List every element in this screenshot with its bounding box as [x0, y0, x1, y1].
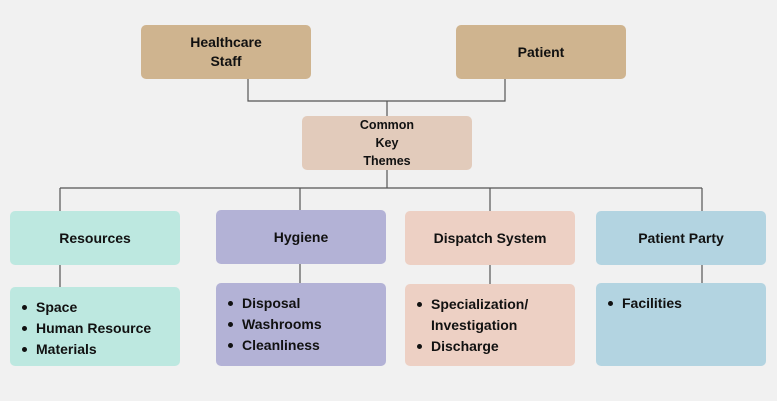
hygiene-label: Hygiene: [273, 229, 329, 245]
dispatch-list: Specialization/ Investigation Discharge: [417, 294, 551, 357]
list-item-specialization: Specialization/ Investigation: [417, 294, 551, 336]
patient-party-list-box: Facilities: [596, 283, 766, 366]
list-item-materials: Materials: [22, 339, 172, 360]
patient-party-label: Patient Party: [638, 230, 724, 246]
center-line-3: Themes: [363, 154, 411, 168]
list-item-facilities: Facilities: [608, 293, 758, 314]
center-line-1: Common: [359, 118, 415, 132]
hygiene-box: Hygiene: [216, 210, 386, 264]
patient-party-box: Patient Party: [596, 211, 766, 265]
list-item-disposal: Disposal: [228, 293, 378, 314]
patient-party-list: Facilities: [608, 293, 758, 314]
dispatch-system-box: Dispatch System: [405, 211, 575, 265]
list-item-discharge: Discharge: [417, 336, 551, 357]
dispatch-system-label: Dispatch System: [433, 230, 547, 246]
hygiene-list: Disposal Washrooms Cleanliness: [228, 293, 378, 356]
healthcare-staff-label: Healthcare Staff: [190, 34, 262, 69]
list-item-human-resource: Human Resource: [22, 318, 172, 339]
resources-label: Resources: [59, 230, 131, 246]
resources-box: Resources: [10, 211, 180, 265]
resources-list-box: Space Human Resource Materials: [10, 287, 180, 366]
patient-box: Patient: [456, 25, 626, 79]
common-key-themes-box: Common Key Themes: [302, 116, 472, 170]
healthcare-staff-box: Healthcare Staff: [141, 25, 311, 79]
dispatch-list-box: Specialization/ Investigation Discharge: [405, 284, 575, 366]
center-line-2: Key: [375, 136, 399, 150]
connector-staff: [247, 79, 506, 102]
patient-label: Patient: [517, 43, 565, 60]
list-item-space: Space: [22, 297, 172, 318]
list-item-cleanliness: Cleanliness: [228, 335, 378, 356]
resources-list: Space Human Resource Materials: [22, 297, 172, 360]
hygiene-list-box: Disposal Washrooms Cleanliness: [216, 283, 386, 366]
list-item-washrooms: Washrooms: [228, 314, 378, 335]
